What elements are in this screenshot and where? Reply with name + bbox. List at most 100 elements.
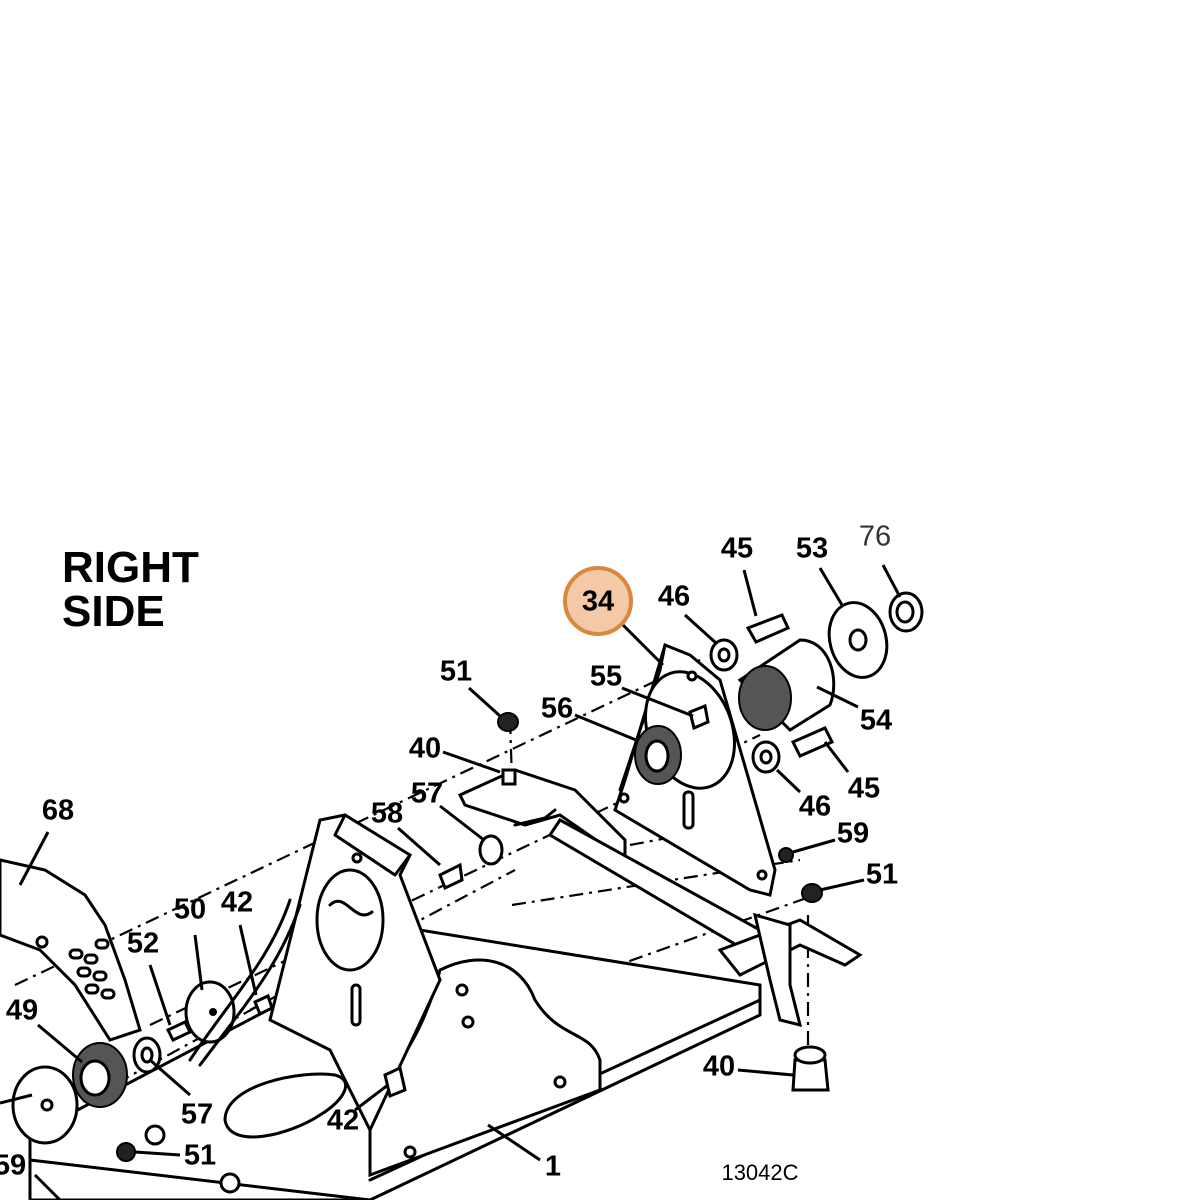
callout-42-top: 42 xyxy=(221,887,253,919)
bolt-45a xyxy=(745,613,791,644)
callout-46-top: 46 xyxy=(658,581,690,613)
leader-45b xyxy=(823,741,850,773)
ring-76-hole xyxy=(895,600,915,624)
callout-52: 52 xyxy=(127,928,159,960)
rear-plate-edge xyxy=(618,643,667,792)
leader-76 xyxy=(881,564,902,598)
cable-2 xyxy=(198,903,302,1067)
leader-55 xyxy=(621,686,694,718)
bolt-58 xyxy=(438,862,464,891)
leader-51a xyxy=(467,686,502,718)
frame-hole xyxy=(403,1145,417,1159)
cover-hole xyxy=(35,935,49,949)
side-title-line-1: RIGHT xyxy=(62,543,199,592)
rear-plate-hole xyxy=(756,869,768,881)
callout-68: 68 xyxy=(42,795,74,827)
callout-40-top: 40 xyxy=(409,733,441,765)
rear-plate-hole xyxy=(686,670,698,682)
leader-left-edge xyxy=(0,1093,33,1105)
leader-57b xyxy=(149,1058,191,1097)
nut-51b xyxy=(801,883,823,903)
leader-45a xyxy=(742,569,758,617)
leader-68 xyxy=(18,831,50,886)
nut-51c xyxy=(116,1142,136,1162)
leader-34 xyxy=(618,620,665,667)
drawing-number: 13042C xyxy=(721,1160,798,1185)
frame-front-edge xyxy=(28,1158,372,1200)
pulley-49-hub xyxy=(79,1059,111,1097)
leader-58 xyxy=(397,826,441,867)
side-title-line-2: SIDE xyxy=(62,587,165,636)
cover-vent xyxy=(76,966,92,978)
housing-54-face xyxy=(738,665,792,731)
leader-40a xyxy=(442,750,501,774)
bolt-42a xyxy=(253,993,274,1017)
leader-53 xyxy=(818,567,844,606)
screw-head xyxy=(219,1172,241,1194)
leader-56 xyxy=(574,713,637,742)
washer-46a-hole xyxy=(717,647,731,663)
callout-40-lower: 40 xyxy=(703,1051,735,1083)
callout-76: 76 xyxy=(859,521,891,553)
callout-59-left: 59 xyxy=(0,1150,26,1182)
callout-51-right: 51 xyxy=(866,859,898,891)
washer-57a xyxy=(478,834,504,866)
cable-1 xyxy=(188,898,292,1062)
footplate-leg xyxy=(752,912,803,1028)
frame-hole xyxy=(553,1075,567,1089)
axis-line-7 xyxy=(519,893,816,1002)
leader-46a xyxy=(683,613,718,645)
left-components xyxy=(0,858,407,1194)
callout-46-lower: 46 xyxy=(799,791,831,823)
frame-cutout xyxy=(223,1072,348,1139)
rod-bracket-lip xyxy=(513,808,557,827)
highlighted-callout[interactable]: 34 xyxy=(563,566,633,636)
callout-34[interactable]: 34 xyxy=(582,586,614,618)
leader-57a xyxy=(439,804,485,842)
cover-vent xyxy=(94,938,110,950)
bolt-45b xyxy=(790,726,835,758)
leader-42b xyxy=(354,1083,389,1112)
callout-57-top: 57 xyxy=(411,778,443,810)
leader-40b xyxy=(737,1068,794,1077)
leader-51c xyxy=(134,1150,181,1157)
nut-59a xyxy=(778,847,794,863)
side-title: RIGHT SIDE xyxy=(62,546,199,634)
key-55 xyxy=(688,703,710,731)
leader-1 xyxy=(487,1123,541,1162)
callout-55: 55 xyxy=(590,661,622,693)
upright-bore-detail xyxy=(328,899,374,917)
spacer-40a xyxy=(501,768,517,786)
highlight-circle[interactable] xyxy=(563,566,633,636)
center-hardware xyxy=(438,703,710,891)
callout-49: 49 xyxy=(6,995,38,1027)
washer-57b-hole xyxy=(140,1046,154,1064)
screw-head xyxy=(144,1124,166,1146)
callout-51-top: 51 xyxy=(440,656,472,688)
leader-54 xyxy=(816,685,859,709)
cover-vent xyxy=(100,988,116,1000)
washer-53-hole xyxy=(848,628,868,652)
leader-59a xyxy=(792,838,836,854)
frame-hole xyxy=(461,1015,475,1029)
leader-42a xyxy=(238,924,258,996)
leader-49 xyxy=(37,1023,83,1064)
frame-hole xyxy=(455,983,469,997)
callout-54: 54 xyxy=(860,705,892,737)
callout-59-right: 59 xyxy=(837,818,869,850)
upright-top-flange xyxy=(333,813,412,877)
callout-57-lower: 57 xyxy=(181,1099,213,1131)
nut-51a xyxy=(497,712,519,732)
callout-51-lower: 51 xyxy=(184,1140,216,1172)
right-hardware xyxy=(709,591,924,1092)
washer-46b-hole xyxy=(759,749,773,765)
callout-56: 56 xyxy=(541,693,573,725)
disc-50-hole xyxy=(209,1008,217,1016)
callout-42-lower: 42 xyxy=(327,1105,359,1137)
leader-51b xyxy=(819,878,865,892)
leader-59b xyxy=(33,1173,62,1200)
callout-45-top: 45 xyxy=(721,533,753,565)
cover-vent xyxy=(83,953,99,965)
